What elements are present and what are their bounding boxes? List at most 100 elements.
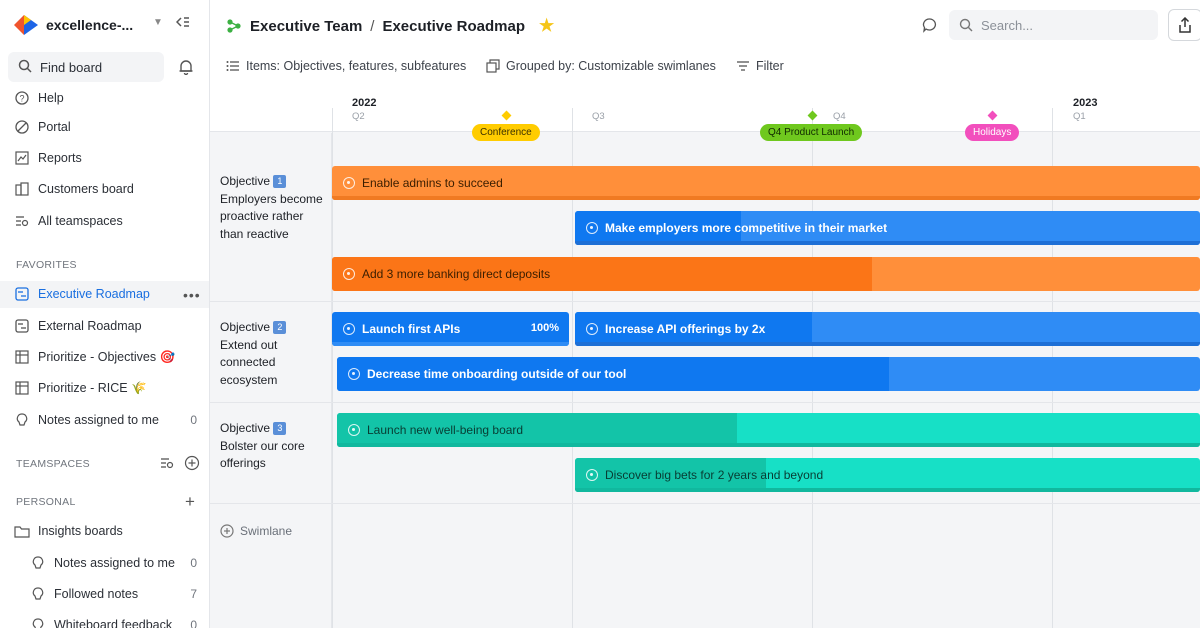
header: Executive Team / Executive Roadmap ★ Sea…	[210, 0, 1200, 50]
lightbulb-icon	[30, 617, 46, 628]
bar-label: Enable admins to succeed	[362, 176, 503, 190]
group-icon	[486, 59, 506, 73]
sidebar-item-label: Whiteboard feedback	[54, 618, 173, 628]
progress-fill	[575, 211, 741, 245]
feature-bar[interactable]: Discover big bets for 2 years and beyond	[575, 458, 1200, 492]
roadmap-icon	[14, 318, 30, 334]
lane-number: 1	[273, 175, 287, 189]
lane-number: 2	[273, 321, 287, 335]
search-teamspaces-icon[interactable]	[160, 456, 174, 473]
comment-icon[interactable]	[922, 17, 938, 36]
status-circle-icon	[586, 222, 598, 234]
quarter-label: Q1	[1073, 111, 1086, 122]
items-selector[interactable]: Items: Objectives, features, subfeatures	[226, 59, 466, 73]
page-title: Executive Roadmap	[382, 17, 526, 35]
milestone-q4-product-launch[interactable]: Q4 Product Launch	[760, 124, 863, 141]
add-icon	[220, 524, 234, 538]
whiteboard-count: 0	[190, 618, 197, 628]
team-icon	[226, 18, 242, 34]
feature-bar[interactable]: Increase API offerings by 2x	[575, 312, 1200, 346]
progress-fill	[337, 357, 889, 391]
progress-fill	[575, 458, 766, 492]
status-circle-icon	[348, 424, 360, 436]
bar-label: Launch first APIs	[362, 322, 461, 336]
sidebar-item-executive-roadmap[interactable]: Executive Roadmap	[14, 284, 150, 304]
add-personal-icon[interactable]: +	[185, 492, 195, 511]
sidebar-item-label: Customers board	[38, 182, 134, 196]
feature-bar[interactable]: Launch new well-being board	[337, 413, 1200, 447]
swimlane-label[interactable]: Objective 2 Extend out connected ecosyst…	[220, 319, 328, 389]
sidebar-item-help[interactable]: ? Help	[14, 88, 64, 108]
workspace-switcher[interactable]: excellence-... ▼	[14, 14, 199, 36]
more-options-icon[interactable]: •••	[183, 287, 201, 303]
sidebar-item-prioritize-objectives[interactable]: Prioritize - Objectives 🎯	[14, 347, 175, 367]
sidebar-item-prioritize-rice[interactable]: Prioritize - RICE 🌾	[14, 378, 147, 398]
progress-fill	[337, 413, 737, 447]
sidebar-item-whiteboard-feedback[interactable]: Whiteboard feedback	[30, 615, 172, 628]
sidebar-item-personal-notes-assigned[interactable]: Notes assigned to me	[30, 553, 175, 573]
feature-bar[interactable]: Add 3 more banking direct deposits	[332, 257, 1200, 291]
roadmap-icon	[14, 286, 30, 302]
bar-label: Increase API offerings by 2x	[605, 322, 766, 336]
find-board-button[interactable]: Find board	[8, 52, 164, 82]
sidebar-item-external-roadmap[interactable]: External Roadmap	[14, 316, 142, 336]
search-icon	[18, 59, 32, 76]
sidebar: excellence-... ▼ Find board ? Help Porta…	[0, 0, 210, 628]
sidebar-item-customers-board[interactable]: Customers board	[14, 179, 134, 199]
progress-percent: 100%	[530, 322, 559, 334]
star-icon[interactable]: ★	[539, 16, 555, 35]
sidebar-item-portal[interactable]: Portal	[14, 117, 71, 137]
feature-bar[interactable]: Decrease time onboarding outside of our …	[337, 357, 1200, 391]
sidebar-item-label: Reports	[38, 151, 82, 165]
sidebar-item-label: Followed notes	[54, 587, 139, 601]
share-button[interactable]	[1168, 9, 1200, 41]
sidebar-item-reports[interactable]: Reports	[14, 148, 82, 168]
sidebar-item-label: Help	[38, 91, 64, 105]
personal-heading: PERSONAL	[16, 496, 76, 508]
workspace-name: excellence-...	[46, 17, 134, 33]
sidebar-item-label: Prioritize - Objectives 🎯	[38, 349, 176, 364]
group-by-selector[interactable]: Grouped by: Customizable swimlanes	[486, 59, 716, 73]
sidebar-item-label: Prioritize - RICE 🌾	[38, 380, 147, 395]
milestone-holidays[interactable]: Holidays	[965, 124, 1020, 141]
add-teamspace-icon[interactable]	[184, 455, 200, 474]
status-circle-icon	[586, 469, 598, 481]
share-icon	[1178, 17, 1192, 33]
add-swimlane-button[interactable]: Swimlane	[220, 524, 292, 538]
breadcrumb-team[interactable]: Executive Team	[250, 17, 363, 35]
lane-title: Objective	[220, 174, 271, 188]
bell-icon[interactable]	[178, 59, 194, 78]
filter-button[interactable]: Filter	[736, 59, 784, 73]
customers-board-icon	[14, 181, 30, 197]
lightbulb-icon	[14, 412, 30, 428]
progress-fill	[332, 257, 872, 291]
breadcrumb: Executive Team / Executive Roadmap ★	[226, 16, 554, 36]
followed-count: 7	[190, 587, 197, 601]
quarter-gridline	[332, 108, 333, 628]
swimlane-label[interactable]: Objective 3 Bolster our core offerings	[220, 420, 328, 473]
chevron-down-icon[interactable]: ▼	[153, 17, 163, 28]
status-circle-icon	[343, 323, 355, 335]
sidebar-item-followed-notes[interactable]: Followed notes	[30, 584, 138, 604]
sidebar-item-all-teamspaces[interactable]: All teamspaces	[14, 211, 123, 231]
search-icon	[959, 18, 973, 32]
workspace-logo-icon	[14, 15, 38, 35]
feature-bar[interactable]: Make employers more competitive in their…	[575, 211, 1200, 245]
sidebar-item-label: Portal	[38, 120, 71, 134]
milestone-conference[interactable]: Conference	[472, 124, 540, 141]
portal-icon	[14, 119, 30, 135]
status-circle-icon	[348, 368, 360, 380]
svg-text:?: ?	[19, 94, 24, 104]
quarter-label: Q3	[592, 111, 605, 122]
sidebar-item-insights-boards[interactable]: Insights boards	[14, 521, 123, 541]
sidebar-item-notes-assigned[interactable]: Notes assigned to me	[14, 410, 159, 430]
lane-description: Extend out connected ecosystem	[220, 337, 278, 387]
sidebar-item-label: Executive Roadmap	[38, 287, 150, 301]
swimlane-label[interactable]: Objective 1 Employers become proactive r…	[220, 173, 328, 243]
collapse-sidebar-icon[interactable]	[175, 15, 190, 31]
feature-bar[interactable]: Launch first APIs 100%	[332, 312, 569, 346]
feature-bar[interactable]: Enable admins to succeed	[332, 166, 1200, 200]
bar-label: Discover big bets for 2 years and beyond	[605, 468, 824, 482]
search-input[interactable]: Search...	[949, 10, 1158, 40]
bar-underline	[332, 196, 1200, 200]
